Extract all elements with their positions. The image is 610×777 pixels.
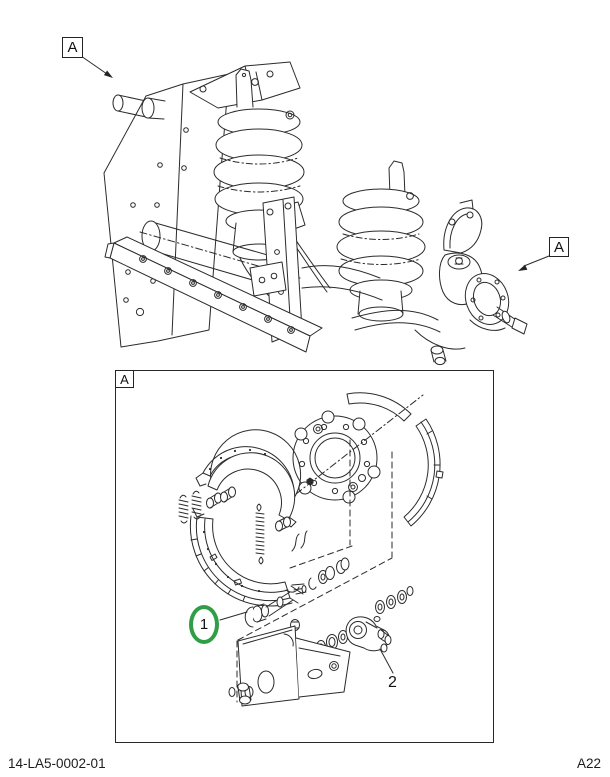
part-1-number: 1 [199,616,209,633]
part-2-number: 2 [388,674,397,691]
part1-leader-line [219,611,248,621]
view-a-reference-top: A [62,37,83,58]
view-a-arrow-right [518,255,550,271]
view-a-reference-top-letter: A [67,39,78,56]
detail-view-label-letter: A [120,371,129,387]
view-a-reference-right: A [549,237,569,257]
part-1-callout-highlighted[interactable]: 1 [189,605,219,644]
axle-assembly-drawing [103,61,528,366]
camshaft-bracket [228,625,351,707]
view-a-arrow-top [80,55,113,78]
view-a-reference-right-letter: A [553,238,564,256]
parking-brake-camshaft [244,583,307,628]
detail-view-frame [115,370,494,743]
page-code: A22 [576,756,601,771]
detail-view-label: A [115,370,134,388]
part2-leader-line [379,648,394,674]
part-2-callout[interactable]: 2 [388,674,397,692]
brake-return-springs [178,490,202,524]
drawing-number: 14-LA5-0002-01 [8,756,106,771]
detail-a-drawing [178,392,444,707]
slack-adjuster [345,616,392,653]
